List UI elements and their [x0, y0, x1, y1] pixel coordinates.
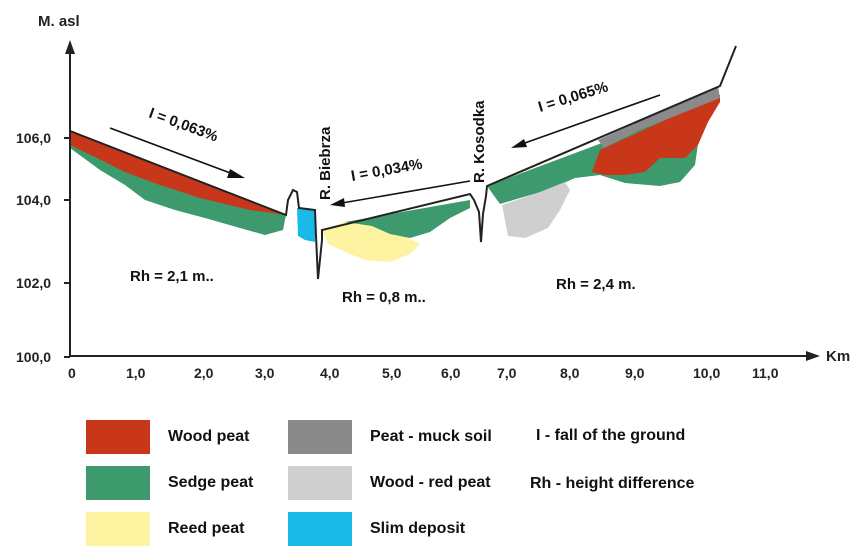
slope-arrow-left [109, 127, 234, 175]
x-axis-arrow [806, 351, 820, 361]
slope-arrowhead-right [511, 139, 527, 148]
slope-arrow-middle [341, 180, 471, 204]
ground-surface-line [69, 45, 737, 280]
slope-arrowhead-left [227, 169, 245, 178]
x-tick-label: 10,0 [693, 365, 720, 381]
y-tick-label: 104,0 [16, 192, 51, 208]
x-tick-label: 9,0 [625, 365, 645, 381]
y-tick-label: 106,0 [16, 130, 51, 146]
height-diff-left: Rh = 2,1 m.. [130, 268, 214, 285]
river-label-kosodka: R. Kosodka [471, 100, 488, 183]
slope-label-left: I = 0,063% [147, 105, 221, 146]
x-tick-label: 2,0 [194, 365, 214, 381]
reed-peat [322, 222, 420, 262]
slope-label-right: I = 0,065% [536, 78, 610, 115]
wood-red-peat [502, 182, 570, 238]
x-tick-label: 11,0 [752, 365, 779, 381]
y-tick-labels: 106,0 104,0 102,0 100,0 [16, 130, 70, 365]
y-axis-label: M. asl [38, 13, 80, 30]
x-tick-label: 6,0 [441, 365, 461, 381]
x-tick-label: 3,0 [255, 365, 275, 381]
x-tick-label: 5,0 [382, 365, 402, 381]
y-tick-label: 102,0 [16, 275, 51, 291]
axes: M. asl Km 106,0 104,0 102,0 100,0 0 1,0 2,0 3,… [16, 13, 850, 381]
river-label-biebrza: R. Biebrza [317, 126, 334, 200]
height-diff-right: Rh = 2,4 m. [556, 276, 636, 293]
sedge-peat-middle [345, 200, 470, 238]
slope-arrows [109, 94, 661, 207]
y-axis-arrow [65, 40, 75, 54]
height-diff-middle: Rh = 0,8 m.. [342, 289, 426, 306]
x-tick-labels: 0 1,0 2,0 3,0 4,0 5,0 6,0 7,0 8,0 9,0 10,0 11,0 [68, 365, 779, 381]
x-tick-label: 8,0 [560, 365, 580, 381]
x-tick-label: 4,0 [320, 365, 340, 381]
x-tick-label: 1,0 [126, 365, 146, 381]
slope-arrow-right [521, 94, 661, 145]
peat-muck-soil [598, 86, 720, 148]
x-axis-label: Km [826, 348, 850, 365]
slim-deposit [297, 208, 315, 242]
wood-peat-right [592, 95, 720, 175]
slope-label-middle: I = 0,034% [350, 156, 424, 185]
slope-arrowhead-middle [330, 198, 345, 207]
x-tick-label: 7,0 [497, 365, 517, 381]
x-tick-label: 0 [68, 365, 76, 381]
y-tick-label: 100,0 [16, 349, 51, 365]
